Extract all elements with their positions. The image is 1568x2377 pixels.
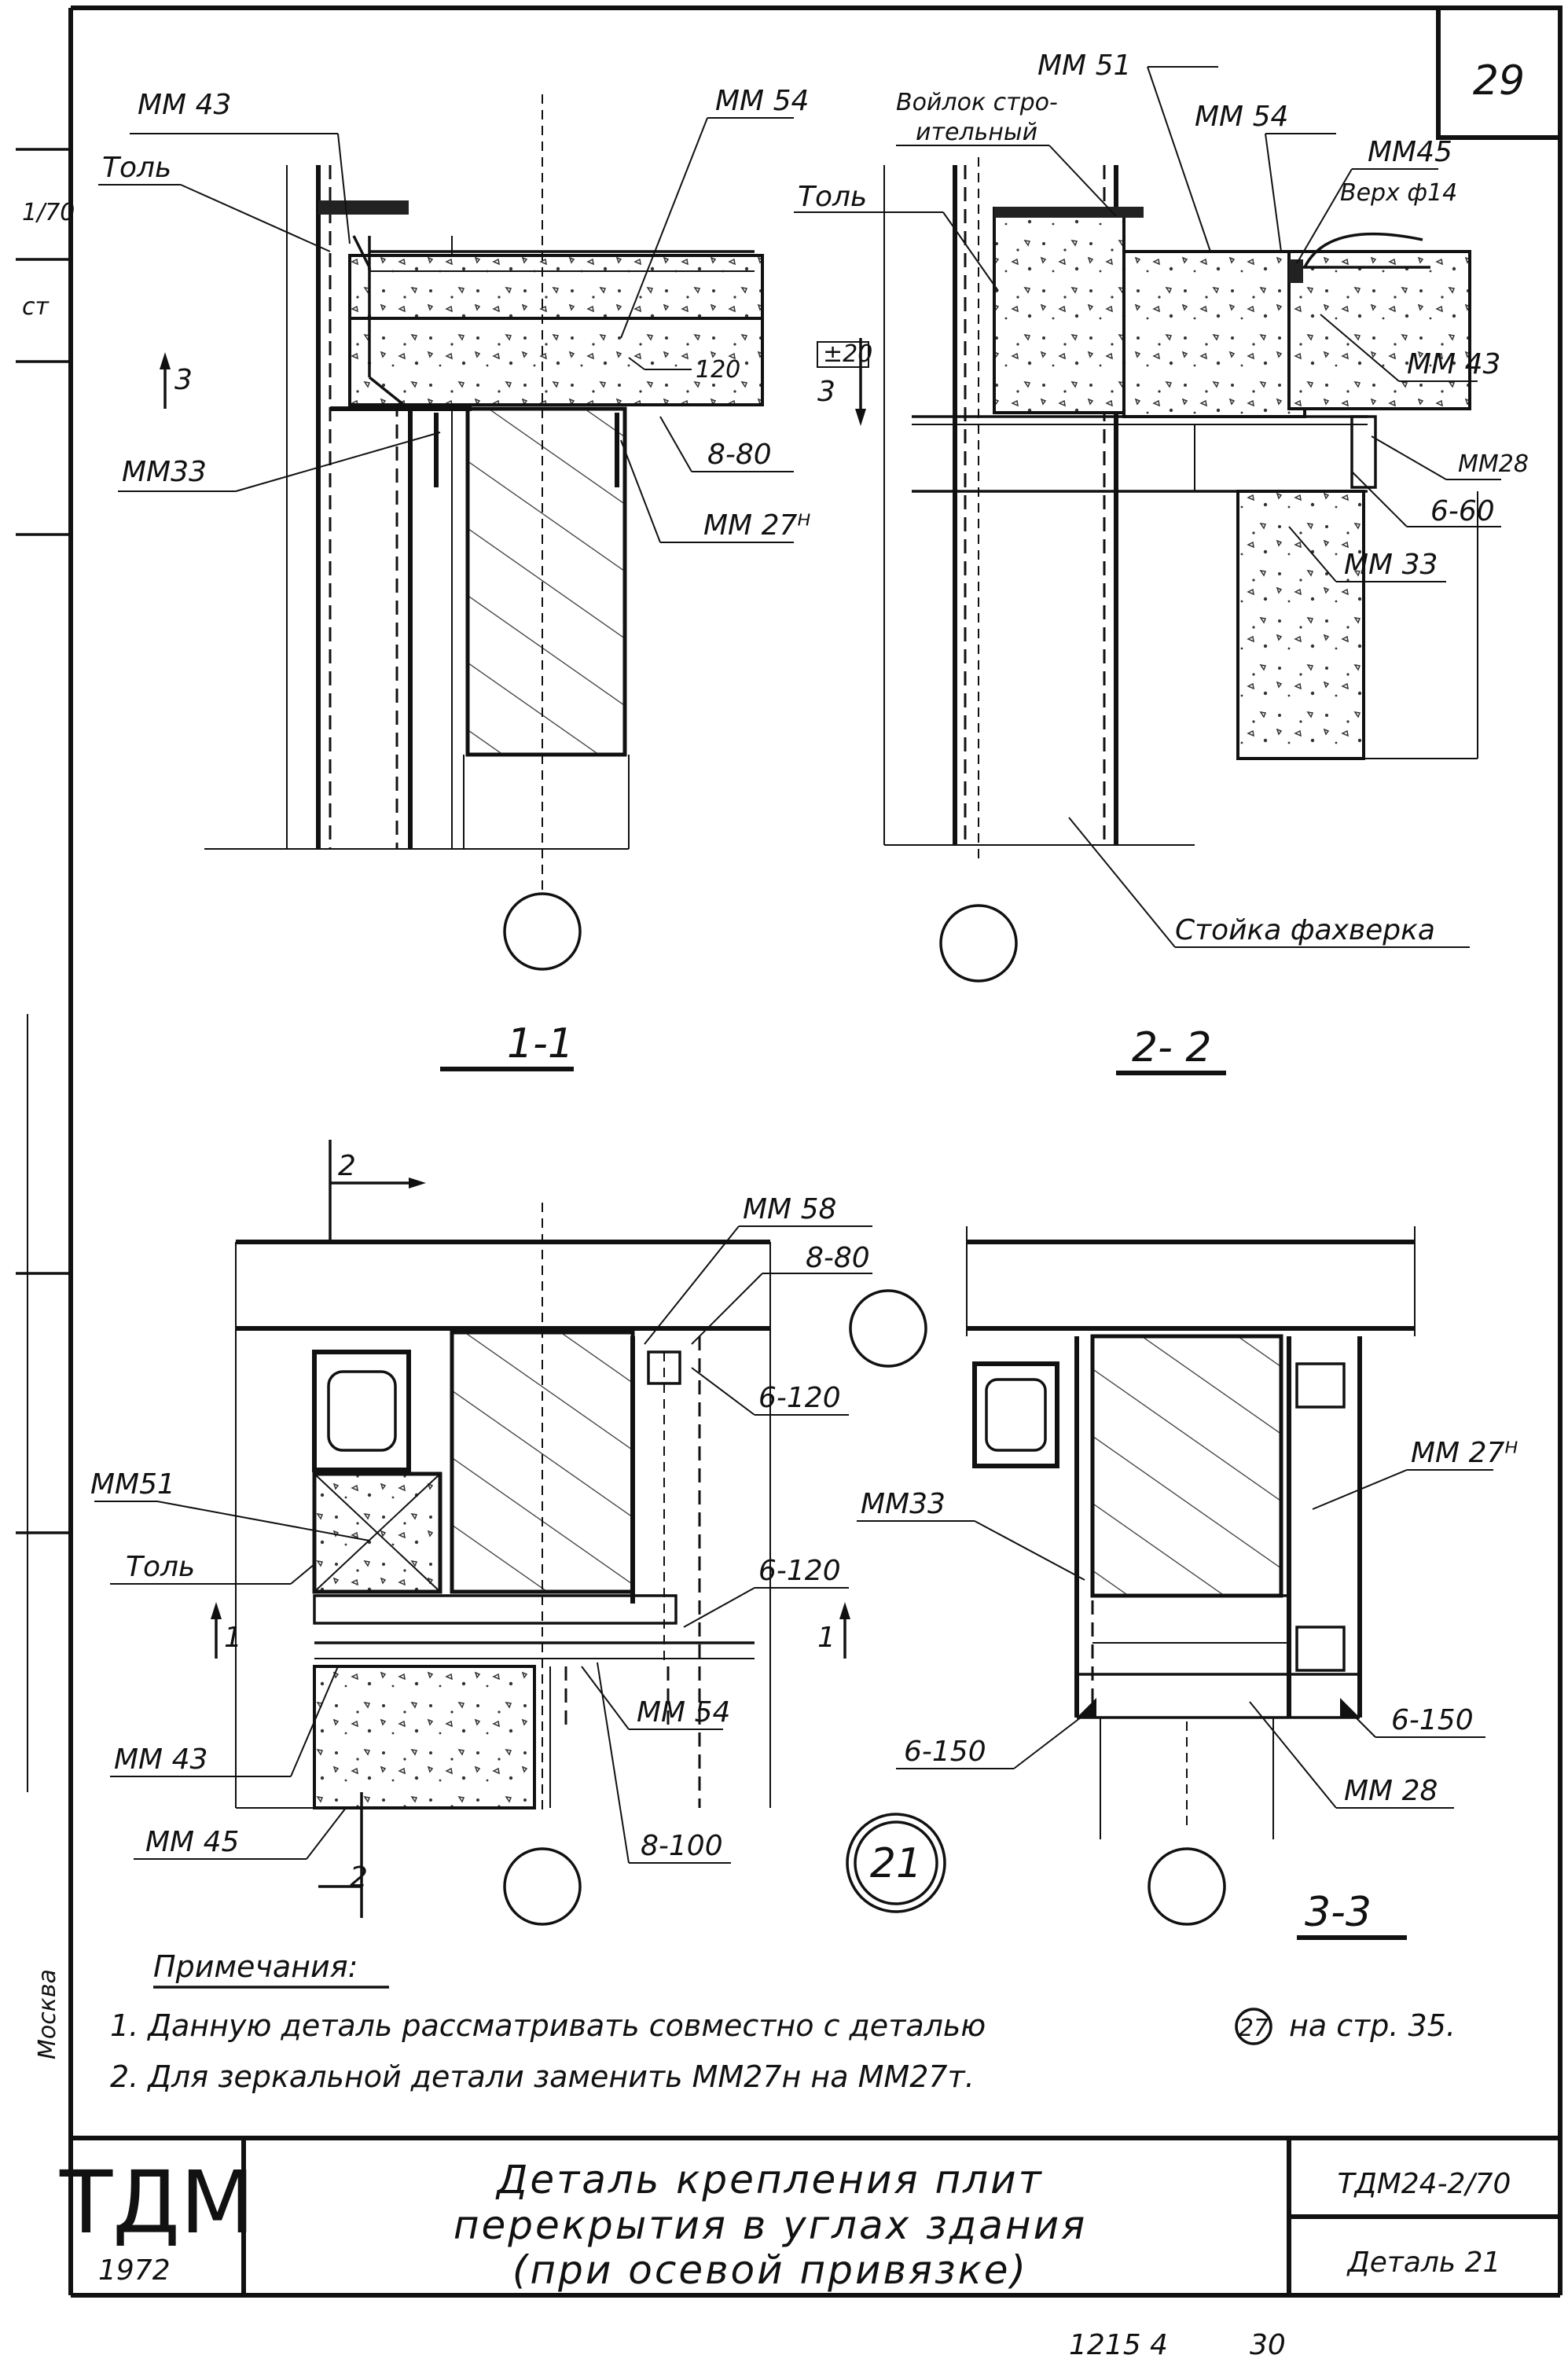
page-number-box: 29 bbox=[1436, 6, 1562, 140]
s2-label-tol: Толь bbox=[798, 181, 867, 213]
s1-label-mm43: MM 43 bbox=[138, 89, 231, 121]
detail-label: Деталь 21 bbox=[1346, 2247, 1501, 2279]
title-line-2: перекрытия в углах здания bbox=[454, 2202, 1087, 2248]
s2-label-mm43: MM 43 bbox=[1407, 348, 1500, 380]
plan-mark-1-left: 1 bbox=[224, 1622, 242, 1654]
section-2-2-title: 2- 2 bbox=[1132, 1024, 1211, 1071]
section-2-2-drawing bbox=[794, 66, 1501, 1075]
note-line-2: 2. Для зеркальной детали заменить MM27н … bbox=[110, 2059, 975, 2094]
s3-label-6-150-right: 6-150 bbox=[1391, 1704, 1474, 1736]
s1-label-8-80: 8-80 bbox=[707, 439, 772, 471]
margin-label-top: 1/70 bbox=[22, 199, 75, 226]
notes-heading: Примечания: bbox=[153, 1949, 358, 1984]
plan-label-tol: Толь bbox=[126, 1551, 195, 1583]
plan-label-8-80: 8-80 bbox=[806, 1242, 870, 1274]
s2-label-mm51: MM 51 bbox=[1037, 50, 1131, 82]
s2-label-verh: Верх ф14 bbox=[1340, 179, 1457, 207]
s1-label-mm33: MM33 bbox=[122, 456, 207, 488]
s2-label-stoika: Стойка фахверка bbox=[1175, 914, 1435, 946]
s2-label-mm33: MM 33 bbox=[1344, 549, 1438, 581]
plan-label-6-120-top: 6-120 bbox=[758, 1382, 841, 1414]
s1-label-pm20: ±20 bbox=[823, 340, 872, 368]
notes-block: Примечания: 1. Данную деталь рассматрива… bbox=[110, 1949, 1456, 2094]
bottom-number-left: 1215 4 bbox=[1069, 2329, 1168, 2361]
plan-label-mm51: MM51 bbox=[90, 1468, 175, 1501]
s3-label-mm28: MM 28 bbox=[1344, 1775, 1438, 1807]
note-line-1a: 1. Данную деталь рассматривать совместно… bbox=[110, 2008, 986, 2043]
plan-mark-2-bottom: 2 bbox=[350, 1861, 368, 1894]
margin-label-top2: ст bbox=[22, 293, 50, 321]
s2-label-6-60: 6-60 bbox=[1430, 495, 1495, 527]
plan-label-mm43: MM 43 bbox=[114, 1743, 207, 1776]
detail-number-badge: 21 bbox=[870, 1840, 922, 1887]
title-block: ТДМ 1972 Деталь крепления плит перекрыти… bbox=[59, 2136, 1560, 2295]
s1-label-mm54: MM 54 bbox=[715, 85, 809, 117]
s3-label-mm33: MM33 bbox=[861, 1488, 946, 1520]
s2-label-mm54: MM 54 bbox=[1195, 101, 1288, 133]
sheet-frame bbox=[16, 6, 1562, 2298]
section-3-3-title: 3-3 bbox=[1305, 1889, 1372, 1936]
s3-label-mm27: MM 27ᴴ bbox=[1411, 1437, 1518, 1469]
plan-label-mm58: MM 58 bbox=[743, 1193, 836, 1225]
s2-label-mm28: MM28 bbox=[1458, 450, 1529, 478]
s2-label-voilok-1: Войлок стро- bbox=[896, 89, 1058, 116]
plan-label-mm54: MM 54 bbox=[637, 1696, 730, 1729]
tdm-logo: ТДМ bbox=[59, 2152, 255, 2253]
s3-label-6-150-left: 6-150 bbox=[904, 1736, 986, 1768]
page-number: 29 bbox=[1473, 57, 1525, 105]
note-line-1b: на стр. 35. bbox=[1289, 2008, 1456, 2043]
section-1-1-title: 1-1 bbox=[507, 1020, 574, 1067]
plan-mark-2-top: 2 bbox=[338, 1150, 356, 1182]
s1-label-tol: Толь bbox=[102, 152, 171, 184]
s2-label-mm45: MM45 bbox=[1368, 136, 1452, 168]
plan-label-mm45: MM 45 bbox=[145, 1826, 239, 1858]
plan-label-8-100: 8-100 bbox=[641, 1830, 723, 1862]
bottom-number-right: 30 bbox=[1250, 2329, 1286, 2361]
s1-label-120: 120 bbox=[696, 356, 740, 384]
drawing-code: ТДМ24-2/70 bbox=[1338, 2168, 1511, 2200]
s1-label-mm27: MM 27ᴴ bbox=[703, 509, 810, 542]
section-3-3-drawing bbox=[857, 1226, 1493, 1940]
s1-mark-3-left: 3 bbox=[174, 364, 193, 396]
title-block-year: 1972 bbox=[98, 2254, 171, 2287]
title-line-3: (при осевой привязке) bbox=[512, 2247, 1028, 2293]
s1-mark-3-right: 3 bbox=[817, 376, 835, 408]
margin-label-bottom: Москва bbox=[34, 1969, 61, 2059]
section-1-1-drawing bbox=[98, 94, 869, 1071]
s2-label-voilok-2: ительный bbox=[916, 119, 1037, 146]
title-line-1: Деталь крепления плит bbox=[495, 2157, 1043, 2202]
plan-drawing bbox=[94, 1140, 946, 1926]
plan-label-6-120-bottom: 6-120 bbox=[758, 1555, 841, 1587]
plan-mark-1-right: 1 bbox=[817, 1622, 835, 1654]
note-detail-badge: 27 bbox=[1239, 2015, 1269, 2042]
